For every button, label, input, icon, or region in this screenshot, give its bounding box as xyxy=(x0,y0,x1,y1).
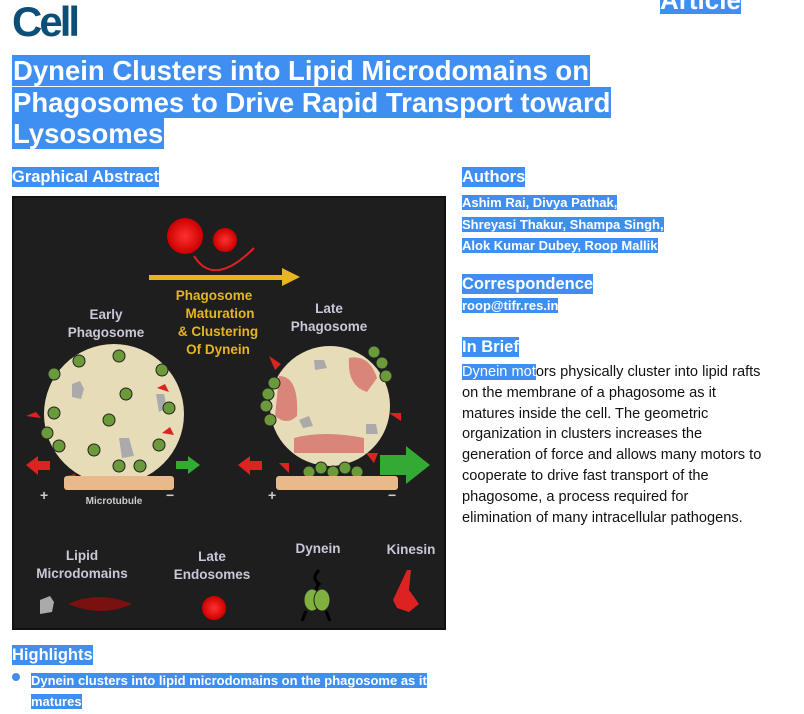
right-green-arrow xyxy=(380,446,430,484)
early-label: Early xyxy=(89,307,123,322)
bullet-icon xyxy=(12,673,20,681)
in-brief-heading: In Brief xyxy=(462,337,519,357)
legend-dynein-icon xyxy=(300,568,332,622)
maturation-label: Phagosome Maturation & Clustering Of Dyn… xyxy=(176,288,258,357)
fusion-arrow xyxy=(193,247,255,272)
late-label: Late xyxy=(315,301,343,316)
right-microtubule xyxy=(276,476,398,490)
label-line: Maturation xyxy=(186,306,255,321)
title-line: Dynein Clusters into Lipid Microdomains … xyxy=(12,55,591,86)
article-type-label: Article xyxy=(660,0,741,14)
left-red-arrow xyxy=(26,456,50,475)
legend-kinesin-label: Kinesin xyxy=(387,542,436,557)
correspondence-heading: Correspondence xyxy=(462,274,594,294)
in-brief-text: Dynein motors physically cluster into li… xyxy=(462,362,762,528)
graphical-abstract-figure: Phagosome Maturation & Clustering Of Dyn… xyxy=(12,196,446,630)
legend-lipid-red-icon xyxy=(68,597,132,611)
legend-dynein-label: Dynein xyxy=(295,541,340,556)
left-microtubule xyxy=(64,476,174,490)
graphical-abstract-heading: Graphical Abstract xyxy=(12,167,160,187)
highlights-heading: Highlights xyxy=(12,645,93,665)
legend-kinesin-icon xyxy=(393,570,419,612)
legend-lipid-label: Microdomains xyxy=(36,566,128,581)
paper-title: Dynein Clusters into Lipid Microdomains … xyxy=(12,55,692,150)
early-phagosome xyxy=(26,344,184,486)
microtubule-label: Microtubule xyxy=(86,496,143,507)
minus-end-label: − xyxy=(388,487,396,503)
left-green-arrow xyxy=(176,456,200,474)
maturation-arrow xyxy=(149,268,300,286)
plus-end-label: + xyxy=(268,487,276,503)
selected-text: Dynein mot xyxy=(462,364,536,380)
author-line: Alok Kumar Dubey, Roop Mallik xyxy=(462,238,658,253)
authors-heading: Authors xyxy=(462,167,526,187)
label-line: Of Dynein xyxy=(186,342,250,357)
legend-endosomes-label: Late xyxy=(198,549,226,564)
author-line: Shreyasi Thakur, Shampa Singh, xyxy=(462,216,664,232)
label-line: Phagosome xyxy=(176,288,253,303)
right-red-arrow xyxy=(238,456,262,475)
journal-logo: Cell xyxy=(12,0,80,45)
title-line: Lysosomes xyxy=(12,118,165,149)
author-line: Ashim Rai, Divya Pathak, xyxy=(462,195,618,210)
author-list: Ashim Rai, Divya Pathak, Shreyasi Thakur… xyxy=(462,192,702,257)
minus-end-label: − xyxy=(166,487,174,503)
legend-lipid-grey-icon xyxy=(40,596,54,614)
endosome-large xyxy=(167,218,203,254)
late-phagosome xyxy=(259,345,401,479)
late-label: Phagosome xyxy=(291,319,368,334)
legend-endosome-icon xyxy=(202,596,226,620)
brief-body: ors physically cluster into lipid rafts … xyxy=(462,364,762,526)
highlights-list: Dynein clusters into lipid microdomains … xyxy=(12,670,442,712)
correspondence-email[interactable]: roop@tifr.res.in xyxy=(462,298,559,313)
plus-end-label: + xyxy=(40,487,48,503)
highlight-text: Dynein clusters into lipid microdomains … xyxy=(31,673,427,709)
legend-lipid-label: Lipid xyxy=(66,548,98,563)
early-label: Phagosome xyxy=(68,325,145,340)
title-line: Phagosomes to Drive Rapid Transport towa… xyxy=(12,86,612,118)
highlight-item: Dynein clusters into lipid microdomains … xyxy=(31,670,442,712)
endosome-small xyxy=(213,228,237,252)
legend-endosomes-label: Endosomes xyxy=(174,567,251,582)
label-line: & Clustering xyxy=(178,324,258,339)
